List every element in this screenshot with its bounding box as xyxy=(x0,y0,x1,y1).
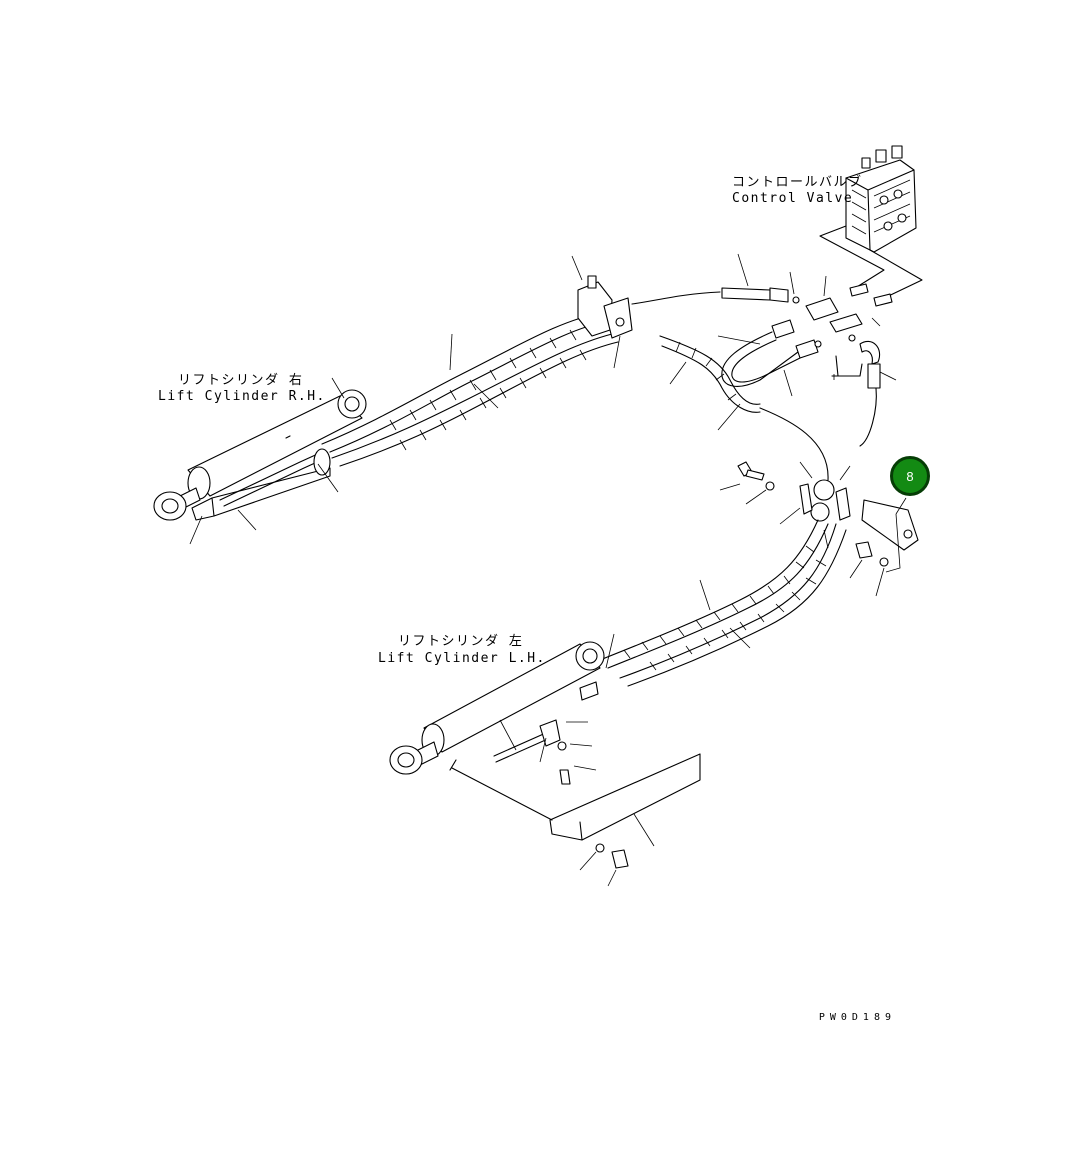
lift-cylinder-rh-label-jp: リフトシリンダ 右 xyxy=(178,373,304,388)
lift-cylinder-lh xyxy=(389,641,701,869)
fittings-right xyxy=(659,283,893,481)
drawing-reference: PW0D189 xyxy=(818,1012,896,1023)
lift-cylinder-rh xyxy=(153,389,367,521)
hose-clamp-bracket xyxy=(577,275,633,339)
lift-cylinder-lh-label-jp: リフトシリンダ 左 xyxy=(398,634,524,649)
pipe-top xyxy=(631,291,721,305)
callout-8-badge[interactable]: 8 xyxy=(890,456,930,496)
hose-lh-lower xyxy=(619,523,847,687)
lift-cylinder-lh-label-en: Lift Cylinder L.H. xyxy=(378,651,546,666)
control-valve-label-en: Control Valve xyxy=(732,191,854,206)
leader-lines xyxy=(189,253,907,887)
hose-lh-upper xyxy=(599,519,829,669)
tee-junction xyxy=(737,461,919,567)
lift-cylinder-rh-label-en: Lift Cylinder R.H. xyxy=(158,389,326,404)
control-valve xyxy=(819,145,923,301)
control-valve-label-jp: コントロールバルブ xyxy=(732,175,863,190)
hose-rh-lower xyxy=(331,333,619,467)
hose-rh-upper xyxy=(321,311,613,453)
